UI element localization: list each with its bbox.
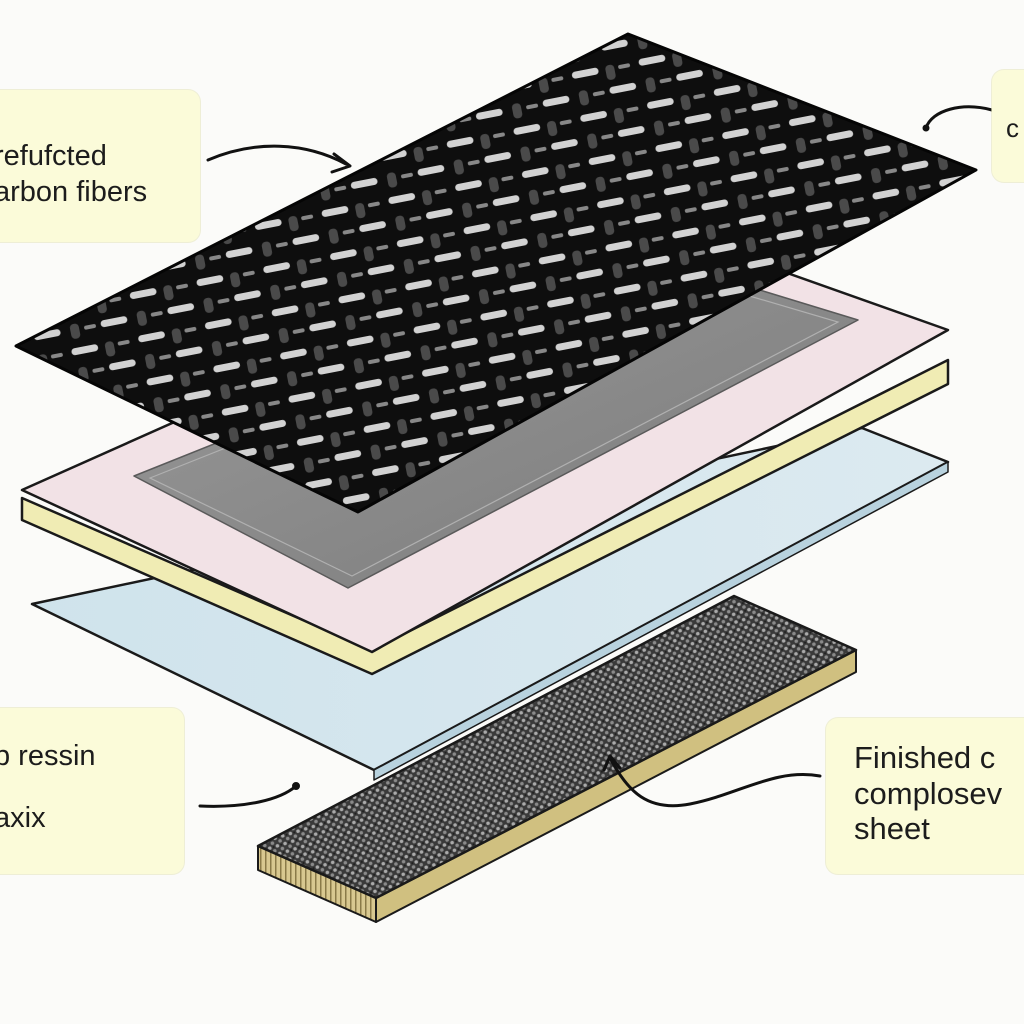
finished-composite-sheet — [256, 594, 858, 923]
top-right-label: c — [992, 70, 1024, 182]
fibers-arrow-icon — [206, 144, 352, 174]
carbon-fibers-label: refufcted arbon fibers — [0, 90, 200, 242]
finished-arrow-icon — [602, 754, 822, 808]
resin-matrix-label: p ressin axix — [0, 708, 184, 874]
carbon-fiber-weave-layer — [14, 32, 978, 514]
top-right-label-line-1: c — [1006, 113, 1019, 143]
resin-matrix-label-line-2: axix — [0, 802, 46, 835]
finished-sheet-label-line-3: sheet — [854, 811, 930, 847]
carbon-fibers-label-line-1: refufcted — [0, 140, 107, 172]
resin-matrix-label-line-1: p ressin — [0, 740, 96, 772]
finished-sheet-label: Finished c complosev sheet — [826, 718, 1024, 874]
finished-sheet-label-line-1: Finished c — [854, 740, 996, 775]
finished-sheet-label-line-2: complosev — [854, 775, 1003, 811]
resin-arrow-icon — [198, 782, 300, 808]
top-right-arrow-icon — [922, 105, 994, 132]
carbon-fibers-label-line-2: arbon fibers — [0, 176, 148, 209]
